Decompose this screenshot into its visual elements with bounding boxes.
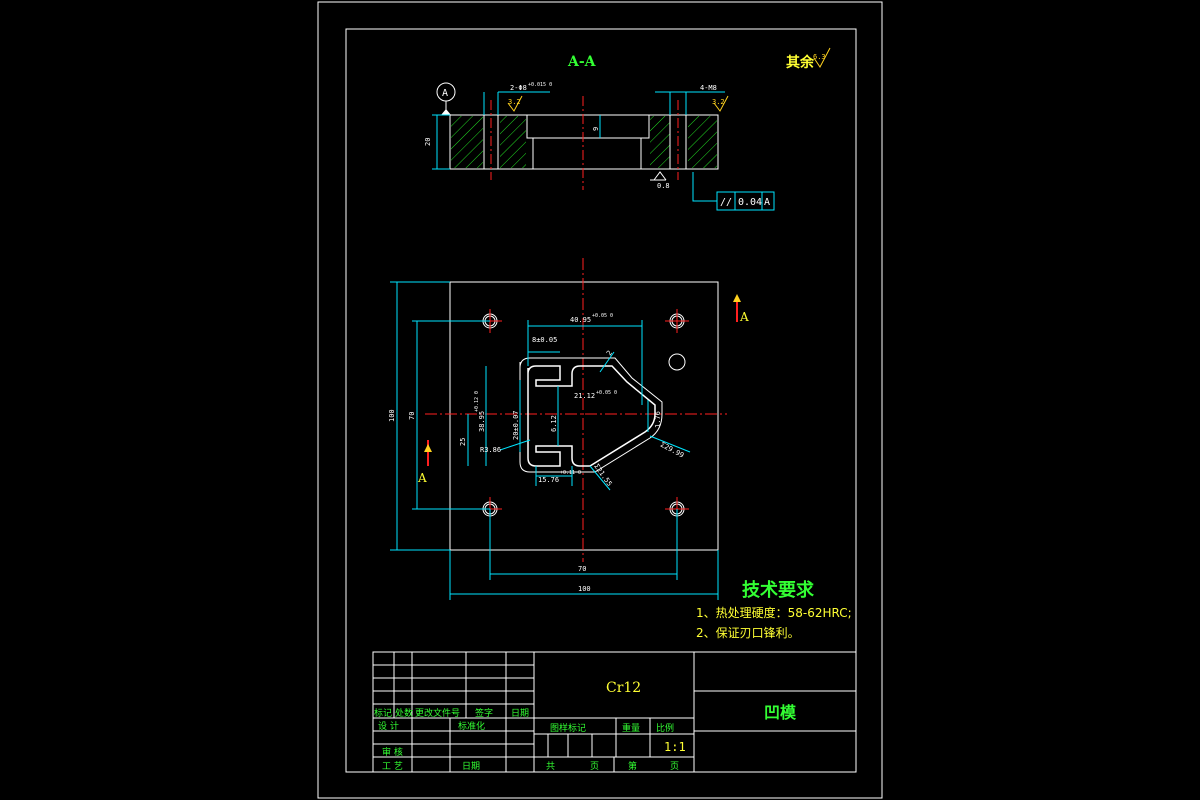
cut-marker-top: A xyxy=(733,294,749,324)
section-through-hole xyxy=(532,137,642,170)
svg-text:A: A xyxy=(739,310,749,324)
label-standard: 标准化 xyxy=(458,720,485,732)
datum-triangle xyxy=(441,109,451,115)
threaded-hole-right xyxy=(668,353,686,371)
label-review: 审 核 xyxy=(382,746,403,758)
dim-angle: Σ29.99 xyxy=(659,441,685,460)
tol-frame xyxy=(716,191,775,211)
svg-text:3.2: 3.2 xyxy=(508,98,521,106)
tol-leader xyxy=(692,172,717,202)
scale-value: 1:1 xyxy=(664,740,686,754)
label-scale: 比例 xyxy=(656,722,674,734)
label-weight: 重量 xyxy=(622,722,640,734)
tech-item-2: 2、保证刃口锋利。 xyxy=(696,626,800,640)
row-label-doc: 更改文件号 xyxy=(415,707,460,719)
title-block-text: Cr12 凹模 标记 处数 更改文件号 签字 日期 设 计 标准化 审 核 工 … xyxy=(374,680,797,772)
dim-38-tol: +0.12 0 xyxy=(474,391,480,412)
dim-25: 25 xyxy=(459,438,467,446)
tech-item-1: 1、热处理硬度：58-62HRC; xyxy=(696,605,852,620)
hole-top-right xyxy=(665,309,689,333)
section-label: A-A xyxy=(567,54,597,70)
label-date: 日期 xyxy=(462,761,480,772)
cut-marker-bottom: A xyxy=(417,440,432,485)
dim-slot-width: 8±0.05 xyxy=(532,336,557,344)
roughness-bottom: 0.8 xyxy=(650,171,670,190)
outer-frame xyxy=(317,1,883,799)
dim-38: 38.95 xyxy=(478,411,486,432)
title-block xyxy=(372,651,857,773)
hatch-left-1 xyxy=(451,116,483,168)
dim-70-v: 70 xyxy=(408,412,416,420)
dim-100-h: 100 xyxy=(578,585,591,593)
tech-requirements: 技术要求 1、热处理硬度：58-62HRC; 2、保证刃口锋利。 xyxy=(696,579,852,640)
svg-text:0.8: 0.8 xyxy=(657,182,670,190)
hatch-left-2 xyxy=(500,116,526,168)
label-sheet: 第 xyxy=(628,760,637,772)
dim-left-top-tol: +0.015 0 xyxy=(528,82,552,88)
datum-letter: A xyxy=(442,88,448,99)
dim-diag: Σ21.55 xyxy=(592,463,613,488)
hatch-right-2 xyxy=(688,116,717,168)
plan-view: 40.95 +0.05 0 8±0.05 2 21.12 +0.05 0 6.1… xyxy=(388,258,749,600)
label-page2: 页 xyxy=(670,761,679,772)
label-total: 共 xyxy=(546,761,555,772)
dim-r: R3.86 xyxy=(480,446,501,454)
section-view: A-A A 2-Φ8 +0.015 0 xyxy=(424,54,775,211)
svg-text:3.2: 3.2 xyxy=(712,98,725,106)
dim-radius: 2 xyxy=(605,349,614,357)
label-process: 工 艺 xyxy=(382,761,403,772)
roughness-left: 3.2 xyxy=(507,95,523,112)
dim-right-top: 4-M8 xyxy=(700,84,717,92)
hatch-right-1 xyxy=(650,116,670,168)
dim-left-top: 2-Φ8 xyxy=(510,84,527,92)
roughness-other-value: 6.3 xyxy=(813,53,826,61)
dim-21-tol: +0.05 0 xyxy=(596,390,617,396)
dim-6: 6.12 xyxy=(550,415,558,432)
section-recess xyxy=(526,114,650,139)
roughness-right: 3.2 xyxy=(712,95,729,112)
roughness-other: 其余 6.3 xyxy=(786,47,831,71)
dim-width-top: 40.95 xyxy=(570,316,591,324)
cavity-outline xyxy=(527,365,656,467)
part-name: 凹模 xyxy=(764,703,797,722)
dim-height: 20 xyxy=(424,138,432,146)
dim-15-tol: +0.11 0 xyxy=(560,470,581,476)
dim-width-top-tol: +0.05 0 xyxy=(592,313,613,319)
svg-text:A: A xyxy=(417,471,427,485)
cavity-inner xyxy=(519,357,663,473)
label-design: 设 计 xyxy=(378,720,399,732)
row-label-mark: 标记 xyxy=(374,707,392,719)
tech-title: 技术要求 xyxy=(742,579,815,601)
tol-value: 0.04 xyxy=(738,197,762,208)
dim-1: 1.76 xyxy=(654,411,662,428)
dim-70-h: 70 xyxy=(578,565,586,573)
dim-step: 9 xyxy=(592,127,600,131)
row-label-count: 处数 xyxy=(395,707,413,719)
dim-20: 20±0.07 xyxy=(512,410,520,440)
tol-symbol: // xyxy=(720,197,732,208)
dim-21: 21.12 xyxy=(574,392,595,400)
tol-datum: A xyxy=(764,197,770,208)
row-label-date: 日期 xyxy=(511,708,529,719)
dim-100-v: 100 xyxy=(388,409,396,422)
dim-15: 15.76 xyxy=(538,476,559,484)
label-page: 页 xyxy=(590,761,599,772)
row-label-sign: 签字 xyxy=(475,707,493,719)
plate-outline xyxy=(449,281,719,551)
roughness-other-label: 其余 xyxy=(786,54,815,71)
material: Cr12 xyxy=(606,680,641,696)
label-stage: 图样标记 xyxy=(550,722,586,734)
